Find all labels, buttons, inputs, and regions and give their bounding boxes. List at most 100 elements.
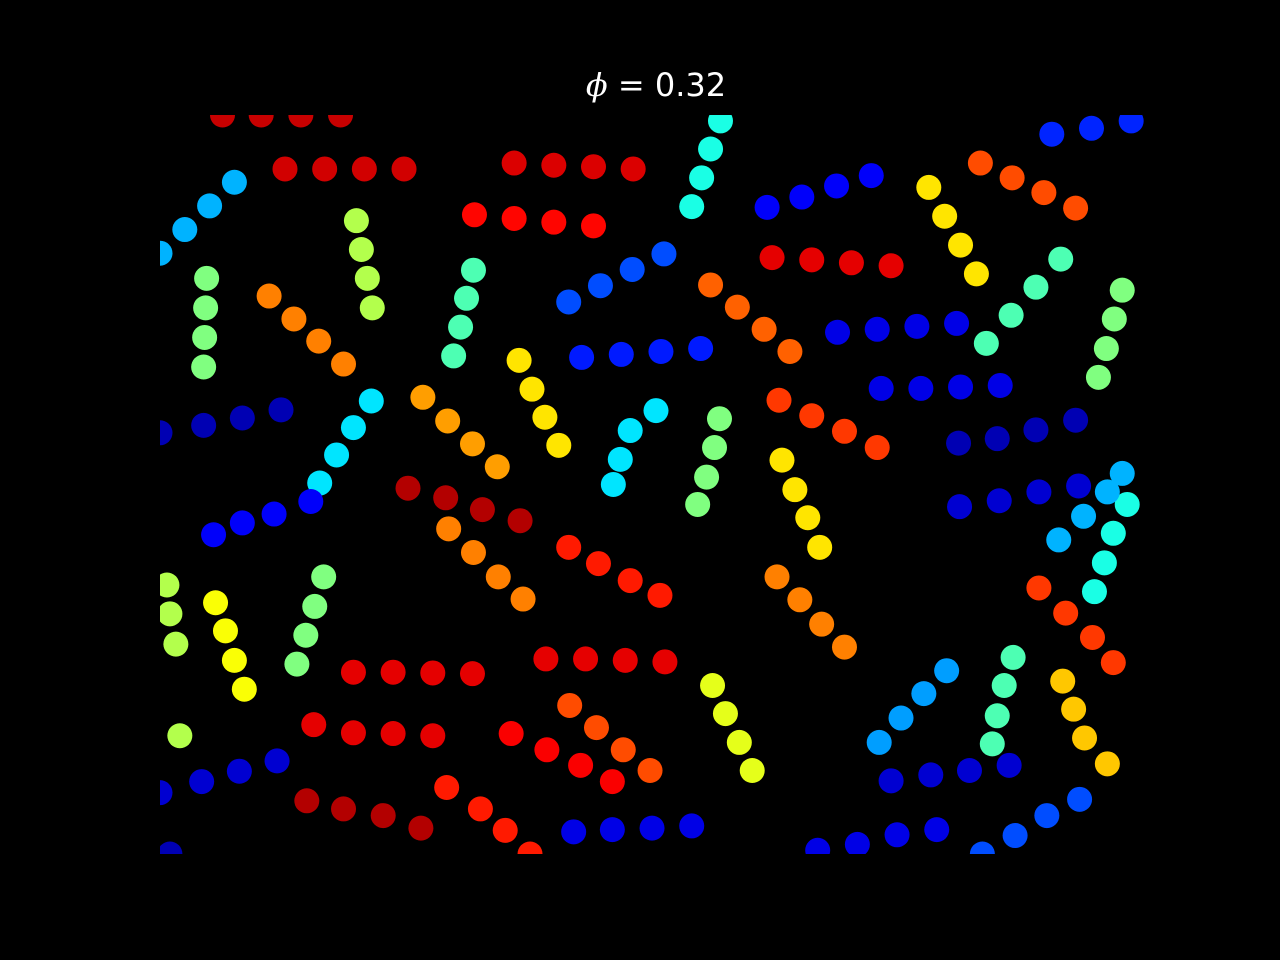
- particle-20-3: [973, 330, 999, 356]
- particle-37-3: [1109, 460, 1135, 486]
- particle-13-1: [724, 294, 750, 320]
- particle-37-1: [1071, 503, 1097, 529]
- particle-36-1: [1100, 520, 1126, 546]
- particle-38-3: [167, 723, 193, 749]
- particle-32-3: [510, 586, 536, 612]
- particle-23-0: [358, 388, 384, 414]
- particle-9-1: [587, 273, 613, 299]
- particle-21-0: [1109, 277, 1135, 303]
- particle-4-2: [197, 193, 223, 219]
- particle-12-2: [838, 250, 864, 276]
- particle-32-2: [485, 564, 511, 590]
- particle-41-1: [380, 659, 406, 685]
- particle-34-3: [1066, 473, 1092, 499]
- particle-21-3: [1085, 364, 1111, 390]
- particle-49-0: [979, 731, 1005, 757]
- particle-16-2: [948, 374, 974, 400]
- particle-42-2: [612, 647, 638, 673]
- particle-3-2: [541, 209, 567, 235]
- particle-22-1: [191, 412, 217, 438]
- particle-31-2: [469, 497, 495, 523]
- particle-57-3: [1067, 786, 1093, 812]
- particle-29-0: [769, 447, 795, 473]
- particle-50-0: [434, 774, 460, 800]
- particle-41-0: [340, 659, 366, 685]
- particle-26-2: [607, 446, 633, 472]
- particle-47-2: [1072, 725, 1098, 751]
- particle-17-0: [916, 174, 942, 200]
- particle-48-1: [888, 705, 914, 731]
- particle-50-1: [467, 796, 493, 822]
- particle-39-1: [212, 618, 238, 644]
- particle-56-0: [805, 837, 831, 854]
- particle-9-0: [556, 289, 582, 315]
- particle-10-2: [689, 165, 715, 191]
- particle-35-3: [1063, 407, 1089, 433]
- particle-21-1: [1101, 306, 1127, 332]
- particle-58-0: [160, 841, 183, 854]
- particle-4-0: [160, 240, 173, 266]
- particle-33-3: [647, 582, 673, 608]
- particle-48-2: [911, 681, 937, 707]
- particle-20-2: [998, 302, 1024, 328]
- particle-28-2: [831, 418, 857, 444]
- particle-25-0: [506, 347, 532, 373]
- particle-46-2: [1079, 624, 1105, 650]
- particle-55-3: [679, 813, 705, 839]
- particle-43-3: [637, 757, 663, 783]
- particle-13-0: [698, 272, 724, 298]
- particle-6-2: [192, 324, 218, 350]
- particle-33-1: [585, 551, 611, 577]
- particle-23-1: [340, 415, 366, 441]
- particle-38-1: [160, 601, 183, 627]
- particle-5-1: [348, 236, 374, 262]
- particle-54-1: [189, 769, 215, 795]
- particle-8-2: [448, 314, 474, 340]
- particle-53-3: [408, 815, 434, 841]
- particle-9-2: [619, 256, 645, 282]
- chart-title: ϕ = 0.32: [0, 66, 1280, 104]
- particle-56-2: [884, 822, 910, 848]
- particle-59-0: [878, 768, 904, 794]
- particle-27-1: [702, 435, 728, 461]
- particle-38-0: [163, 631, 189, 657]
- particle-29-2: [795, 505, 821, 531]
- particle-56-1: [844, 831, 870, 854]
- particle-24-3: [484, 454, 510, 480]
- particle-14-1: [608, 341, 634, 367]
- particle-31-0: [395, 475, 421, 501]
- particle-40-1: [293, 622, 319, 648]
- particle-25-2: [532, 404, 558, 430]
- particle-2-3: [620, 156, 646, 182]
- particle-8-0: [460, 257, 486, 283]
- particle-54-0: [160, 780, 173, 806]
- particle-8-1: [454, 285, 480, 311]
- scatter-plot: [160, 115, 1144, 854]
- particle-36-2: [1091, 550, 1117, 576]
- particle-47-0: [1050, 668, 1076, 694]
- particle-59-1: [918, 762, 944, 788]
- particle-1-2: [351, 156, 377, 182]
- particle-29-3: [807, 534, 833, 560]
- particle-19-0: [1039, 121, 1065, 147]
- particle-34-2: [1026, 479, 1052, 505]
- particle-45-3: [831, 634, 857, 660]
- particle-10-1: [698, 136, 724, 162]
- particle-15-2: [904, 313, 930, 339]
- particle-4-3: [221, 169, 247, 195]
- particle-19-2: [1118, 115, 1144, 134]
- particle-47-1: [1061, 696, 1087, 722]
- particle-3-1: [501, 205, 527, 231]
- particle-56-3: [924, 817, 950, 843]
- particle-49-1: [984, 703, 1010, 729]
- particle-6-1: [193, 295, 219, 321]
- particle-38-2: [160, 572, 180, 598]
- particle-31-3: [507, 508, 533, 534]
- particle-49-3: [1000, 644, 1026, 670]
- particle-45-2: [809, 611, 835, 637]
- points-layer: [160, 115, 1144, 854]
- particle-49-2: [991, 673, 1017, 699]
- particle-44-0: [700, 673, 726, 699]
- particle-20-0: [1048, 246, 1074, 272]
- particle-44-3: [739, 757, 765, 783]
